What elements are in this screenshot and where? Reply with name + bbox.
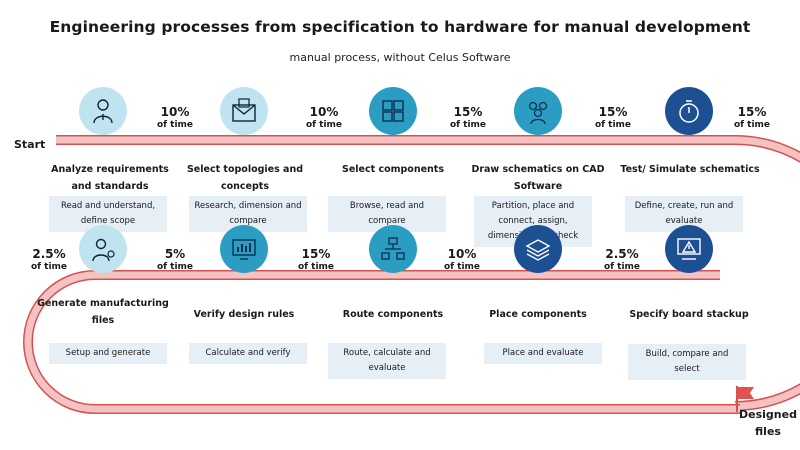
step-name: Select components xyxy=(341,164,444,175)
time-share: 15%of time xyxy=(733,105,771,131)
flag-icon xyxy=(736,386,754,412)
step-name: Route components xyxy=(342,309,444,320)
step-name: Analyze requirements and standards xyxy=(51,164,169,192)
step-description: Route, calculate and evaluate xyxy=(328,343,446,379)
step-name: Place components xyxy=(489,309,587,320)
step-name: Specify board stackup xyxy=(629,309,749,320)
time-share: 10%of time xyxy=(305,105,343,131)
layers-icon xyxy=(514,225,562,273)
puzzle-icon xyxy=(369,87,417,135)
envelope-icon xyxy=(220,87,268,135)
routing-icon xyxy=(369,225,417,273)
time-share: 2.5%of time xyxy=(30,247,68,273)
stopwatch-icon xyxy=(665,87,713,135)
step-name: Select topologies and concepts xyxy=(186,164,304,192)
time-share: 2.5%of time xyxy=(603,247,641,273)
step-description: Build, compare and select xyxy=(628,344,746,380)
team-icon xyxy=(514,87,562,135)
start-label: Start xyxy=(14,138,46,151)
alert-board-icon xyxy=(665,225,713,273)
person-icon xyxy=(79,87,127,135)
step-description: Place and evaluate xyxy=(484,343,602,364)
time-share: 10%of time xyxy=(443,247,481,273)
step-description: Setup and generate xyxy=(49,343,167,364)
time-share: 15%of time xyxy=(449,105,487,131)
step-name: Verify design rules xyxy=(193,309,295,320)
gear-person-icon xyxy=(79,225,127,273)
time-share: 15%of time xyxy=(297,247,335,273)
time-share: 10%of time xyxy=(156,105,194,131)
page-title: Engineering processes from specification… xyxy=(49,18,751,36)
time-share: 5%of time xyxy=(156,247,194,273)
step-name: Test/ Simulate schematics xyxy=(620,164,760,175)
step-description: Calculate and verify xyxy=(189,343,307,364)
step-name: Draw schematics on CAD Software xyxy=(471,164,605,192)
chart-monitor-icon xyxy=(220,225,268,273)
step-name: Generate manufacturing files xyxy=(37,298,169,326)
end-label: Designed files xyxy=(739,408,797,438)
page-subtitle: manual process, without Celus Software xyxy=(289,51,511,64)
time-share: 15%of time xyxy=(594,105,632,131)
